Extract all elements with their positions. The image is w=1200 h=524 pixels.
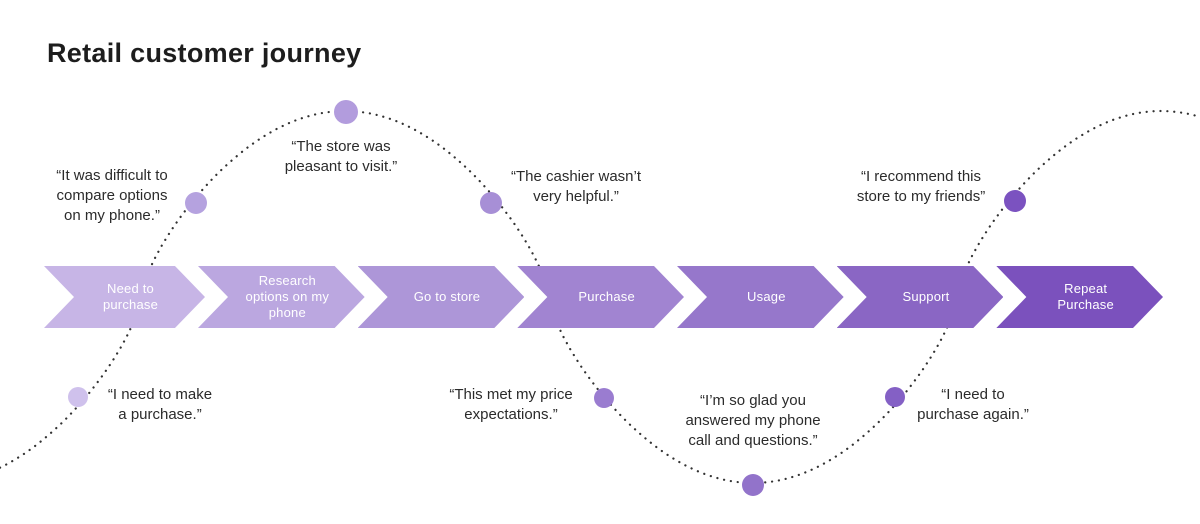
- journey-milestone-dot: [742, 474, 764, 496]
- journey-milestone-dot: [885, 387, 905, 407]
- stage-chevron-purchase: Purchase: [517, 266, 684, 328]
- stage-chevron-research-options: Research options on my phone: [198, 266, 365, 328]
- journey-milestone-dot: [480, 192, 502, 214]
- quote-cashier-not-helpful: “The cashier wasn’t very helpful.”: [510, 168, 642, 205]
- page-title: Retail customer journey: [47, 38, 362, 68]
- journey-milestone-dot: [594, 388, 614, 408]
- stage-chevron-support: Support: [837, 266, 1004, 328]
- journey-milestone-dot: [1004, 190, 1026, 212]
- journey-milestone-dot: [334, 100, 358, 124]
- stage-chevron-need-to-purchase: Need to purchase: [44, 266, 205, 328]
- journey-milestone-dot: [185, 192, 207, 214]
- quote-store-pleasant: “The store was pleasant to visit.”: [284, 138, 398, 175]
- stage-chevron-repeat-purchase: Repeat Purchase: [996, 266, 1163, 328]
- stage-label: Purchase: [578, 289, 635, 304]
- quote-difficult-to-compare: “It was difficult to compare options on …: [56, 167, 168, 224]
- quote-answered-phone-call: “I’m so glad you answered my phone call …: [685, 392, 821, 449]
- quote-purchase-again: “I need to purchase again.”: [917, 386, 1029, 423]
- stage-label: Need to purchase: [102, 281, 159, 312]
- quote-recommend-store: “I recommend this store to my friends”: [856, 168, 986, 205]
- journey-stages-band: Need to purchase Research options on my …: [44, 266, 1163, 328]
- stage-label: Go to store: [413, 289, 481, 304]
- quote-met-price-expectations: “This met my price expectations.”: [449, 386, 573, 423]
- stage-label: Research options on my phone: [245, 273, 330, 320]
- quote-need-to-purchase: “I need to make a purchase.”: [107, 386, 213, 423]
- stage-label: Repeat Purchase: [1057, 281, 1114, 312]
- stage-chevron-usage: Usage: [677, 266, 844, 328]
- stage-chevron-go-to-store: Go to store: [358, 266, 525, 328]
- stage-label: Usage: [747, 289, 786, 304]
- journey-milestone-dot: [68, 387, 88, 407]
- stage-label: Support: [902, 289, 950, 304]
